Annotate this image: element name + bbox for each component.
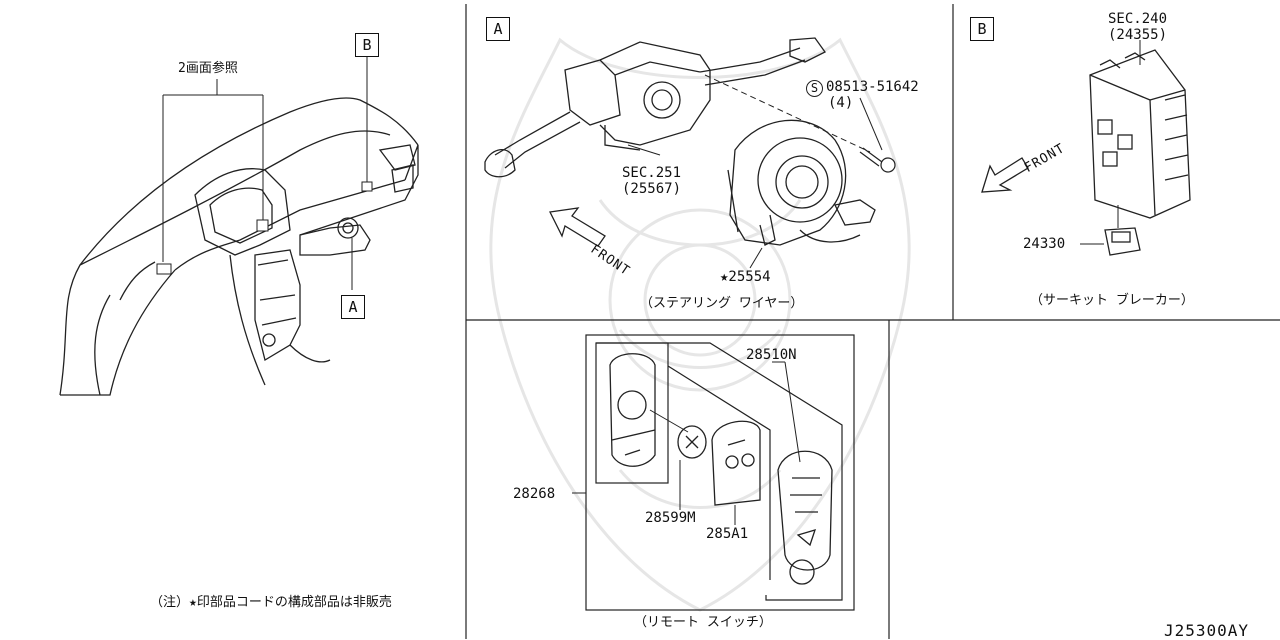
panel-b-tag: B: [970, 17, 994, 41]
remote-board-part-number[interactable]: 285A1: [706, 526, 749, 542]
circuit-breaker-part-number[interactable]: 24330: [1023, 236, 1066, 252]
remote-set-part-number[interactable]: 28510N: [746, 347, 797, 363]
remote-fob-drawing: [777, 450, 833, 585]
sec-251-part-number[interactable]: (25567): [622, 181, 682, 197]
callout-box-a[interactable]: A: [341, 295, 365, 319]
callout-box-b[interactable]: B: [355, 33, 379, 57]
front-arrow-a: [549, 207, 606, 247]
screw-symbol: S: [806, 80, 823, 97]
panel-a-tag: A: [486, 17, 510, 41]
remote-battery-part-number[interactable]: 28599M: [645, 510, 696, 526]
screw-drawing: [859, 147, 896, 173]
remote-case-drawing: [609, 353, 656, 467]
panel-a-caption: （ステアリング ワイヤー）: [640, 296, 804, 311]
watermark-emblem: [489, 37, 911, 612]
remote-board-drawing: [711, 420, 761, 506]
overview-callout-lines: [156, 57, 373, 290]
front-arrow-b: [981, 157, 1029, 193]
see-page-2-note: 2画面参照: [178, 61, 238, 76]
sec-240-part-number[interactable]: (24355): [1108, 27, 1168, 43]
panel-a-leaders: [627, 74, 883, 269]
dashboard-drawing: [59, 97, 419, 396]
panel-borders: [465, 4, 1280, 639]
diagram-code: J25300AY: [1164, 621, 1250, 640]
panel-b-caption: （サーキット ブレーカー）: [1030, 293, 1194, 308]
footnote-not-sold: （注）★印部品コードの構成部品は非販売: [150, 595, 392, 610]
spiral-cable-drawing: [727, 119, 876, 246]
combination-switch-drawing: [484, 37, 826, 178]
screw-part-number[interactable]: 08513-51642: [826, 79, 919, 95]
remote-battery-drawing: [677, 425, 707, 459]
fuse-block-drawing: [1089, 49, 1191, 256]
remote-leaders: [572, 361, 801, 525]
sec-240-label[interactable]: SEC.240: [1108, 11, 1168, 27]
sec-251-label[interactable]: SEC.251: [622, 165, 682, 181]
remote-outer-frame: [585, 334, 855, 611]
screw-quantity: (4): [828, 95, 854, 111]
panel-b-leaders: [1080, 40, 1141, 245]
remote-panel-caption: （リモート スイッチ）: [634, 615, 772, 630]
remote-case-part-number[interactable]: 28268: [513, 486, 556, 502]
spiral-cable-part-number[interactable]: ★25554: [720, 269, 771, 285]
